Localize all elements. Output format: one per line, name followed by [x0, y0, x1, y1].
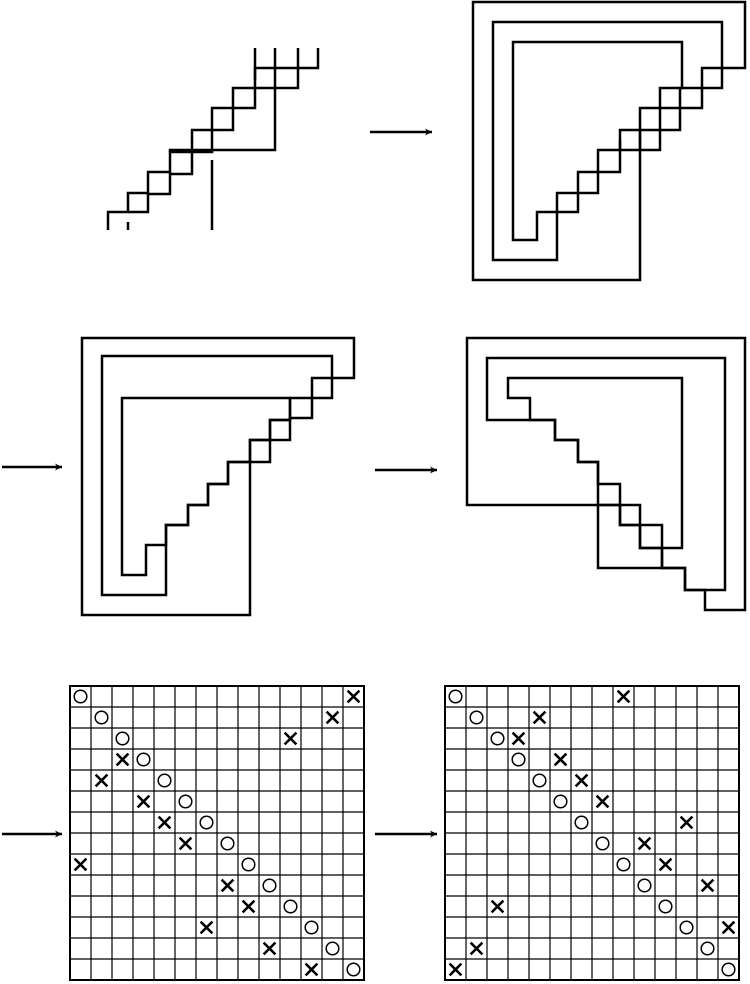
grid-x-marker — [115, 752, 130, 767]
grid-o-marker — [199, 815, 214, 830]
grid-x-marker — [136, 794, 151, 809]
panel-1-knot-staircase — [106, 48, 320, 230]
grid-o-marker — [616, 857, 631, 872]
grid-x-marker — [721, 920, 736, 935]
grid-o-marker — [73, 689, 88, 704]
grid-x-marker — [616, 689, 631, 704]
grid-x-marker — [241, 899, 256, 914]
grid-x-marker — [574, 773, 589, 788]
grid-o-marker — [178, 794, 193, 809]
grid-o-marker — [553, 794, 568, 809]
grid-o-marker — [283, 899, 298, 914]
grid-x-marker — [511, 731, 526, 746]
grid-x-marker — [262, 941, 277, 956]
grid-o-marker — [448, 689, 463, 704]
grid-o-marker — [241, 857, 256, 872]
grid-o-marker — [262, 878, 277, 893]
grid-x-marker — [553, 752, 568, 767]
grid-x-marker — [94, 773, 109, 788]
grid-o-marker — [721, 962, 736, 977]
grid-diagram-2 — [444, 685, 740, 981]
panel-3-knot-closure — [80, 336, 356, 617]
grid-x-marker — [532, 710, 547, 725]
grid-o-marker — [220, 836, 235, 851]
grid-o-marker — [574, 815, 589, 830]
grid-o-marker — [136, 752, 151, 767]
panel-4-knot-rotated — [465, 336, 747, 612]
grid-x-marker — [73, 857, 88, 872]
grid-x-marker — [595, 794, 610, 809]
grid-o-marker — [94, 710, 109, 725]
grid-o-marker — [490, 731, 505, 746]
grid-o-marker — [658, 899, 673, 914]
grid-x-marker — [658, 857, 673, 872]
grid-x-marker — [490, 899, 505, 914]
grid-o-marker — [679, 920, 694, 935]
grid-diagram-1 — [69, 685, 365, 981]
grid-x-marker — [325, 710, 340, 725]
grid-o-marker — [595, 836, 610, 851]
grid-o-marker — [637, 878, 652, 893]
grid-x-marker — [637, 836, 652, 851]
grid-o-marker — [700, 941, 715, 956]
grid-x-marker — [304, 962, 319, 977]
grid-x-marker — [469, 941, 484, 956]
grid-o-marker — [511, 752, 526, 767]
grid-x-marker — [448, 962, 463, 977]
grid-o-marker — [346, 962, 361, 977]
grid-x-marker — [199, 920, 214, 935]
grid-x-marker — [346, 689, 361, 704]
grid-x-marker — [157, 815, 172, 830]
grid-o-marker — [532, 773, 547, 788]
grid-x-marker — [283, 731, 298, 746]
grid-o-marker — [157, 773, 172, 788]
grid-o-marker — [304, 920, 319, 935]
grid-x-marker — [220, 878, 235, 893]
grid-o-marker — [115, 731, 130, 746]
grid-x-marker — [700, 878, 715, 893]
grid-o-marker — [469, 710, 484, 725]
grid-x-marker — [178, 836, 193, 851]
panel-2-knot-closure — [471, 0, 747, 282]
grid-o-marker — [325, 941, 340, 956]
grid-x-marker — [679, 815, 694, 830]
